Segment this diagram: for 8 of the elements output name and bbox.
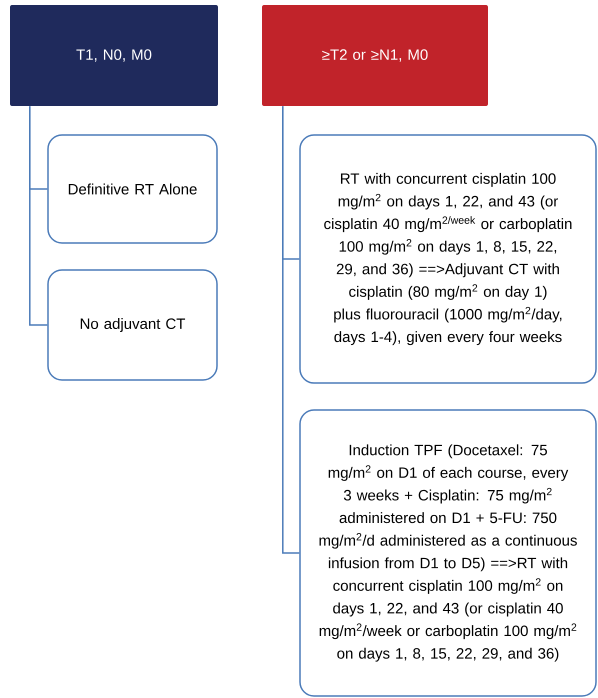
stage-header: ≥T2 or ≥N1, M0 xyxy=(262,5,488,106)
treatment-box: Induction TPF (Docetaxel: 75 mg/m$^{2}$ on D1 of each course, every 3 weeks + Cisplatin: 75 mg/m$^{2}$ administered on D1 + 5-FU: 750 mg/m$^{2}$/d administered as a continuous infusion from D1 to D5) ==>RT with concurrent cisplatin 100 mg/m$^{2}$ on days 1, 22, and 43 (or cisplatin 40 mg/m$^{2}$/week or carboplatin 100 mg/m$^{2}$ on days 1, 8, 15, 22, 29, and 36) xyxy=(299,409,597,697)
connector xyxy=(282,106,300,554)
treatment-box: RT with concurrent cisplatin 100 mg/m$^{2}$ on days 1, 22, and 43 (or cisplatin 40 mg/m$^{2/week}$ or carboplatin 100 mg/m$^{2}$ on days 1, 8, 15, 22, 29, and 36) ==>Adjuvant CT with cisplatin (80 mg/m$^{2}$ on day 1) plus fluorouracil (1000 mg/m$^{2}$/day, days 1-4), given every four weeks xyxy=(299,134,597,384)
treatment-box: No adjuvant CT xyxy=(47,269,218,381)
connector xyxy=(29,106,48,326)
treatment-box: Definitive RT Alone xyxy=(47,134,218,244)
stage-header: T1, N0, M0 xyxy=(10,5,218,106)
